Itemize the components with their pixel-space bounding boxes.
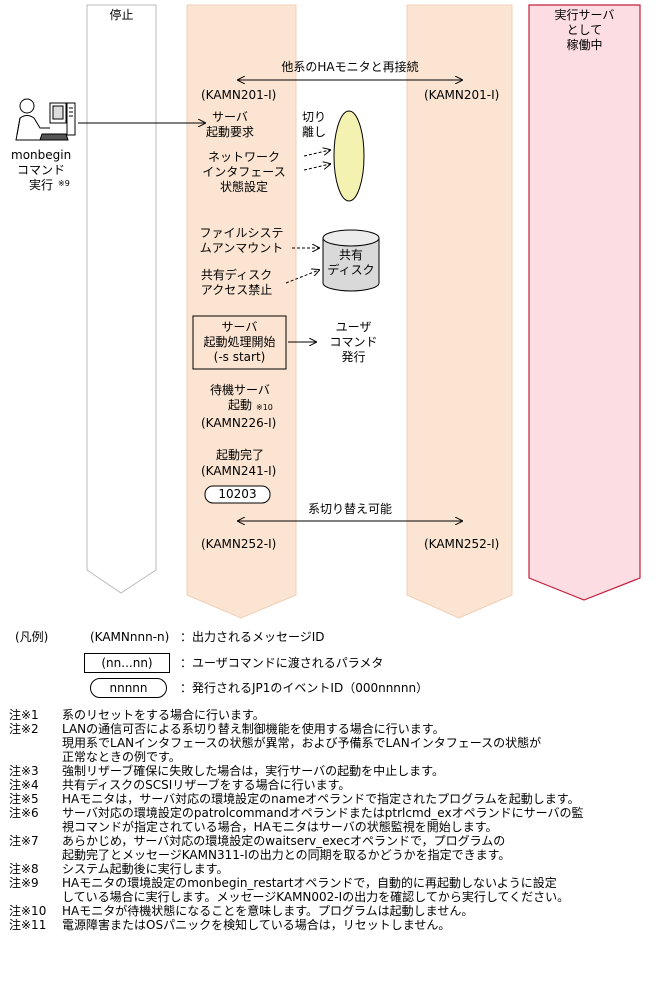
kamn201-right: (KAMN201-I) bbox=[424, 88, 500, 102]
note-text: 現用系でLANインタフェースの状態が異常，および予備系でLANインタフェースの状… bbox=[62, 736, 542, 750]
kamn252-left: (KAMN252-I) bbox=[201, 537, 277, 551]
note-label: 注※6 bbox=[9, 806, 39, 820]
host-lane-right bbox=[406, 4, 513, 619]
separate-label: 切り 離し bbox=[302, 110, 327, 139]
note-text: HAモニタの環境設定のmonbegin_restartオペランドで，自動的に再起… bbox=[62, 876, 557, 890]
user-command-label: ユーザ コマンド 発行 bbox=[329, 320, 378, 364]
note-text: 正常なときの例です。 bbox=[62, 750, 181, 764]
note-label: 注※5 bbox=[9, 792, 39, 806]
flow-diagram bbox=[15, 4, 641, 619]
note-text: システム起動後に実行します。 bbox=[62, 862, 229, 876]
note-label: 注※8 bbox=[9, 862, 39, 876]
monbegin-note: ※9 bbox=[58, 179, 70, 188]
legend-param-box: (nn...nn) bbox=[84, 653, 170, 673]
note-label: 注※3 bbox=[9, 764, 39, 778]
note-label: 注※4 bbox=[9, 778, 39, 792]
note-text: している場合に実行します。メッセージKAMN002-Iの出力を確認してから実行し… bbox=[62, 890, 570, 904]
operator-icon bbox=[15, 98, 76, 141]
shared-disk-access-label: 共有ディスク アクセス禁止 bbox=[200, 268, 273, 297]
host-lane-left bbox=[186, 4, 297, 619]
note-label: 注※11 bbox=[9, 918, 47, 932]
monbegin-label: monbegin コマンド 実行 bbox=[11, 148, 72, 192]
legend-message-sample: (KAMNnnn-n) bbox=[90, 630, 170, 644]
switchover-label: 系切り替え可能 bbox=[307, 502, 392, 516]
shared-disk-label: 共有 ディスク bbox=[327, 248, 375, 277]
note-text: 系のリセットをする場合に行います。 bbox=[62, 708, 265, 722]
kamn241: (KAMN241-I) bbox=[201, 464, 277, 478]
legend-title: (凡例) bbox=[15, 630, 49, 644]
event-id-pill bbox=[204, 485, 271, 504]
shared-disk-cylinder bbox=[322, 229, 380, 292]
note-text: 強制リザーブ確保に失敗した場合は，実行サーバの起動を中止します。 bbox=[62, 764, 444, 778]
kamn226: (KAMN226-I) bbox=[201, 416, 277, 430]
note-text: HAモニタが待機状態になることを意味します。プログラムは起動しません。 bbox=[62, 904, 474, 918]
startup-complete-label: 起動完了 bbox=[215, 448, 264, 462]
note-label: 注※7 bbox=[9, 834, 39, 848]
server-start-process-label: サーバ 起動処理開始 (-s start) bbox=[203, 320, 276, 364]
server-start-box bbox=[192, 315, 287, 370]
network-interface-label: ネットワーク インタフェース 状態設定 bbox=[202, 150, 286, 194]
note-label: 注※9 bbox=[9, 876, 39, 890]
event-id-value: 10203 bbox=[218, 487, 257, 501]
note-text: 視コマンドが指定されている場合，HAモニタはサーバの状態監視を開始します。 bbox=[62, 820, 498, 834]
active-column-label: 実行サーバ として 稼働中 bbox=[554, 8, 615, 52]
active-lane bbox=[528, 4, 641, 601]
legend-param-desc: ：ユーザコマンドに渡されるパラメタ bbox=[180, 656, 384, 670]
note-text: 起動完了とメッセージKAMN311-Iの出力との同期を取るかどうかを指定できます… bbox=[62, 848, 511, 862]
network-dashed-arrow-2 bbox=[303, 164, 330, 171]
reconnect-label: 他系のHAモニタと再接続 bbox=[281, 60, 419, 74]
note-text: サーバ対応の環境設定のpatrolcommandオペランドまたはptrlcmd_… bbox=[62, 806, 584, 820]
note-label: 注※10 bbox=[9, 904, 47, 918]
legend-event-desc: ：発行されるJP1のイベントID（000nnnnn） bbox=[180, 681, 429, 695]
note-text: 電源障害またはOSパニックを検知している場合は，リセットしません。 bbox=[62, 918, 451, 932]
legend-message-desc: ：出力されるメッセージID bbox=[180, 630, 325, 644]
stop-column-label: 停止 bbox=[109, 8, 134, 22]
server-start-request: サーバ 起動要求 bbox=[205, 110, 254, 139]
kamn201-left: (KAMN201-I) bbox=[201, 88, 277, 102]
filesystem-unmount-label: ファイルシステ ムアンマウント bbox=[199, 226, 284, 255]
separation-ellipse bbox=[333, 110, 365, 202]
standby-note: ※10 bbox=[256, 403, 273, 412]
note-text: あらかじめ，サーバ対応の環境設定のwaitserv_execオペランドで，プログ… bbox=[62, 834, 506, 848]
note-text: HAモニタは，サーバ対応の環境設定のnameオペランドで指定されたプログラムを起… bbox=[62, 792, 580, 806]
note-label: 注※2 bbox=[9, 722, 39, 736]
disk-access-dashed-arrow bbox=[285, 270, 319, 284]
legend-event-pill: nnnnn bbox=[90, 678, 167, 698]
stop-lane bbox=[86, 4, 157, 594]
kamn252-right: (KAMN252-I) bbox=[424, 537, 500, 551]
network-dashed-arrow-1 bbox=[303, 150, 330, 157]
note-text: LANの通信可否による系切り替え制御機能を使用する場合に行います。 bbox=[62, 722, 445, 736]
standby-server-start-label: 待機サーバ 起動 bbox=[210, 383, 270, 412]
note-label: 注※1 bbox=[9, 708, 39, 722]
note-text: 共有ディスクのSCSIリザーブをする場合に行います。 bbox=[62, 778, 351, 792]
